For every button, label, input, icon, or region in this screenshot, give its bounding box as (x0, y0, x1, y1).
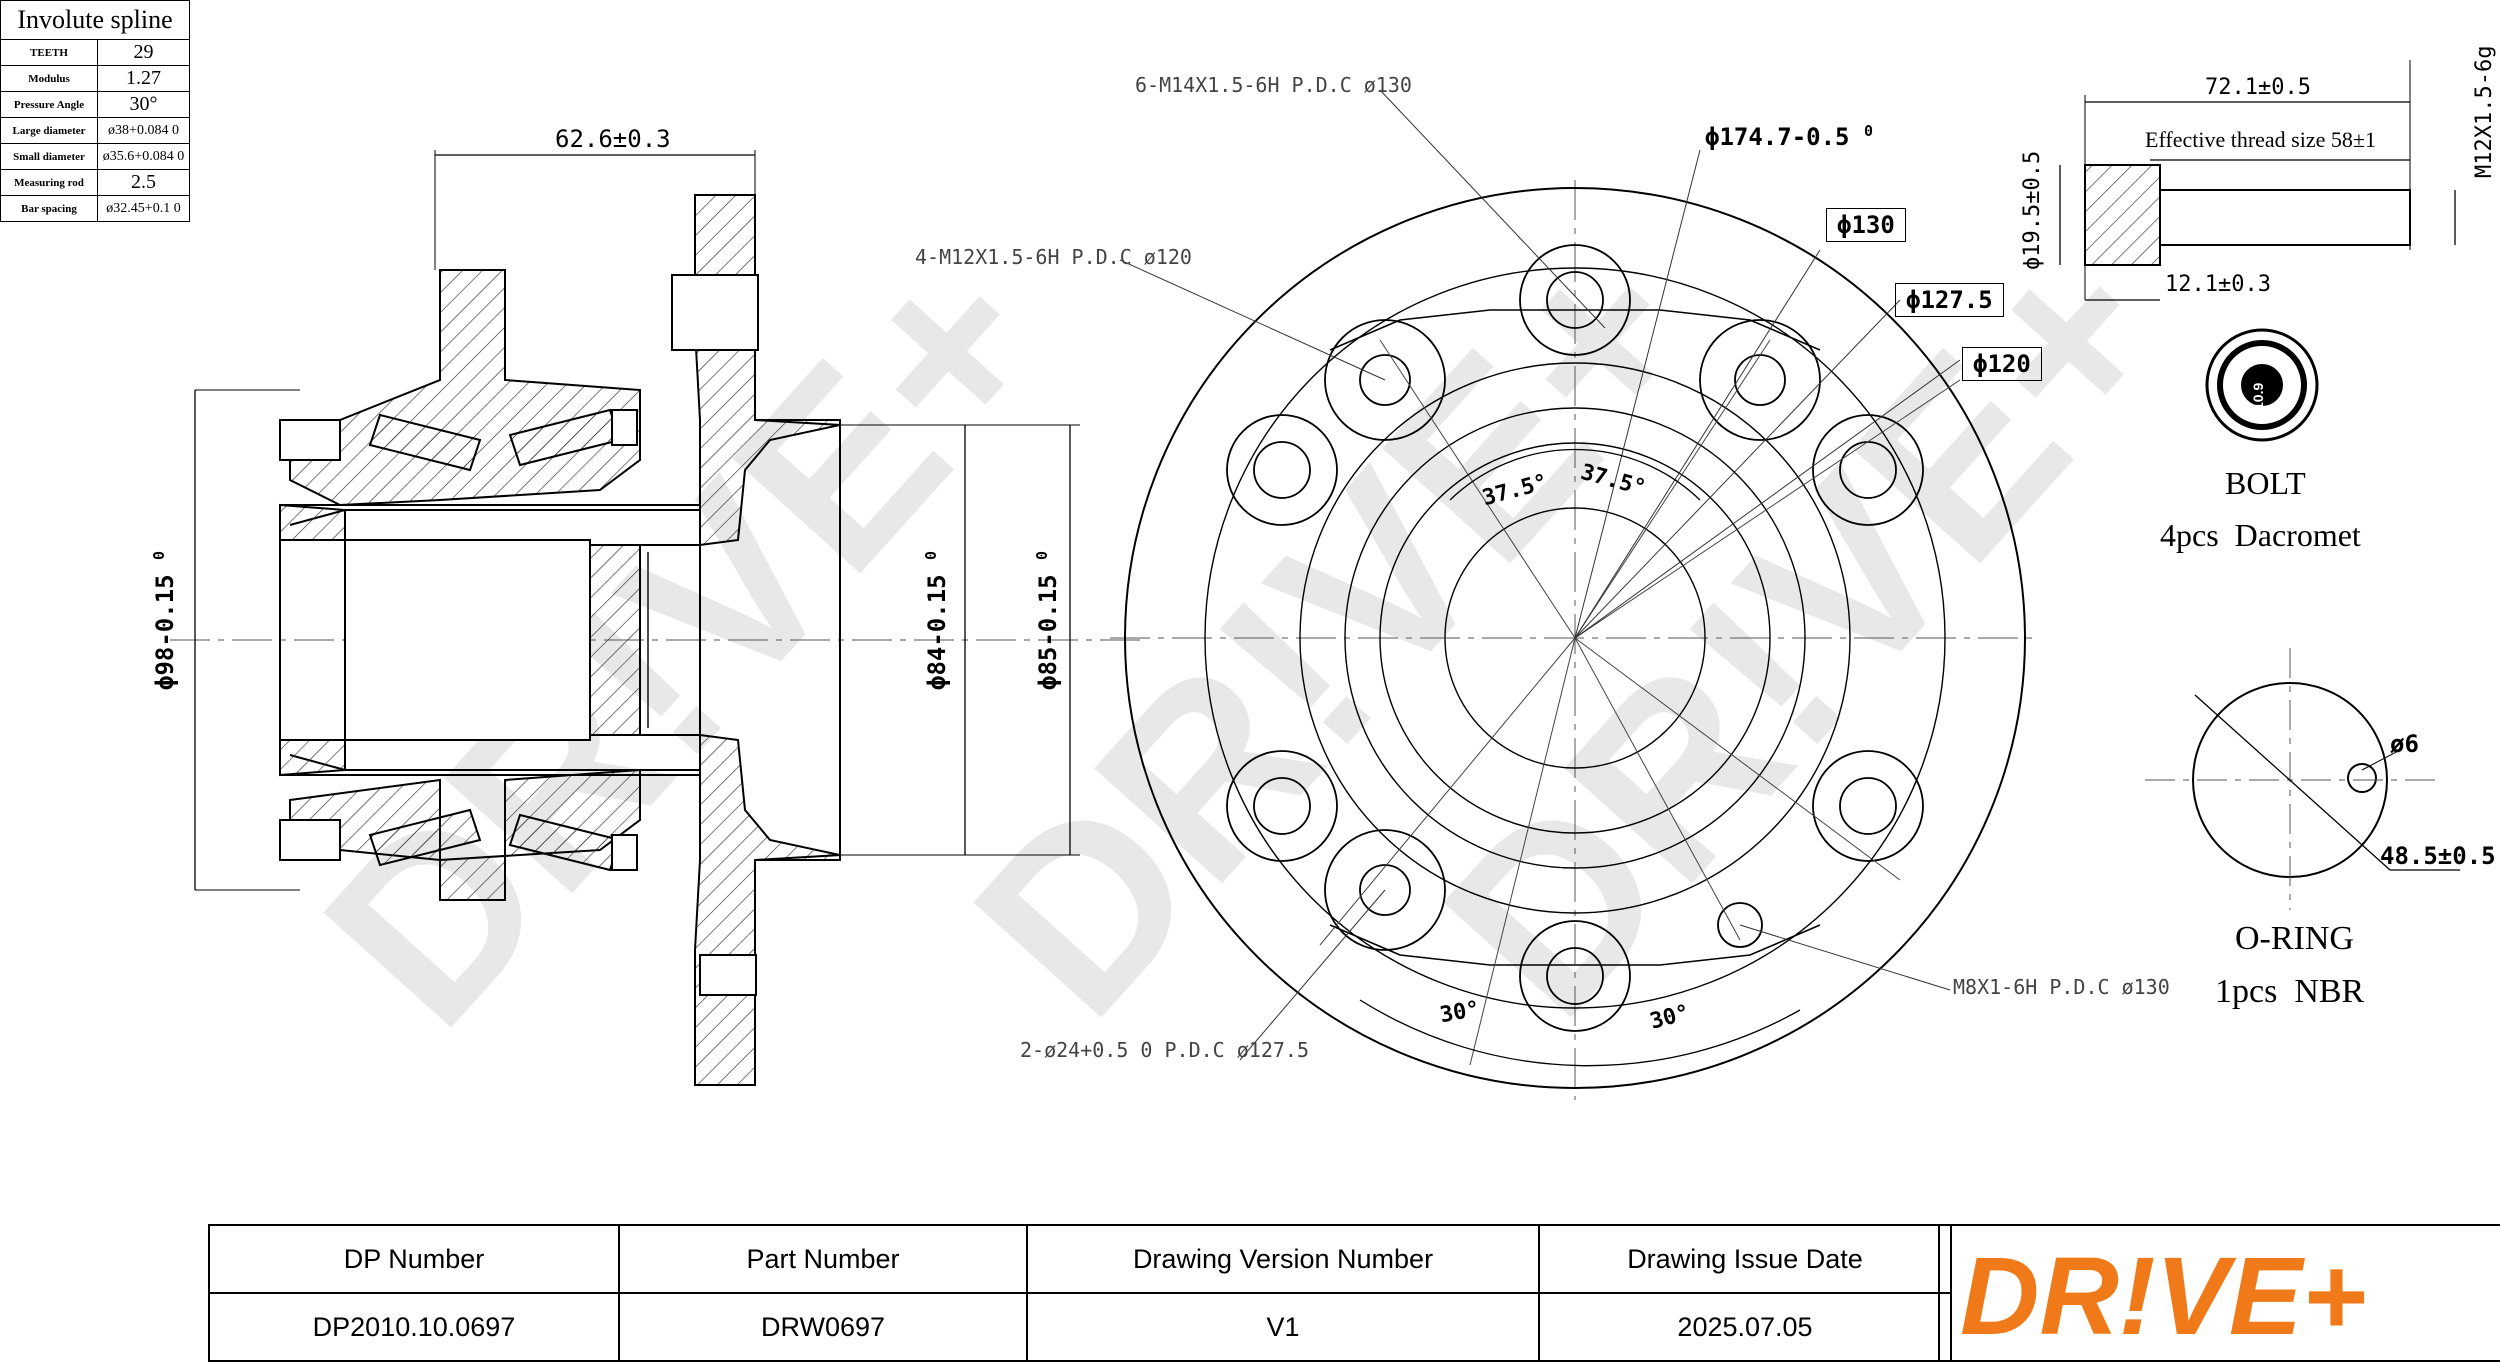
bolt-head-dia: ϕ19.5±0.5 (2020, 150, 2045, 270)
dim-outer-label: ϕ174.7-0.5 (1705, 123, 1850, 151)
hub-front-view (1110, 89, 2040, 1100)
bolt-thread-spec: M12X1.5-6g (2472, 45, 2497, 178)
note-m8: M8X1-6H P.D.C ø130 (1953, 975, 2170, 999)
header-part-number: Part Number (618, 1224, 1028, 1294)
bolt-length: 72.1±0.5 (2205, 75, 2311, 100)
dim-dia-120: ϕ120 (1962, 347, 2042, 381)
dim-width: 62.6±0.3 (555, 125, 671, 153)
bolt-qty: 4pcs Dacromet (2160, 517, 2361, 553)
value-drawing-version: V1 (1026, 1292, 1540, 1362)
title-block-table: DP Number Part Number Drawing Version Nu… (208, 1224, 1952, 1362)
oring-label: O-RING (2235, 920, 2354, 957)
dim-dia-98: ϕ98-0.15 0 (150, 551, 179, 690)
table-cell: 30° (97, 91, 190, 118)
note-m14: 6-M14X1.5-6H P.D.C ø130 (1135, 73, 1412, 97)
dim-dia-85: ϕ85-0.15 0 (1033, 551, 1062, 690)
dim-dia-84-upper: 0 (922, 550, 940, 560)
dim-dia-130: ϕ130 (1826, 208, 1906, 242)
table-cell: Bar spacing (0, 195, 98, 222)
table-cell: 1.27 (97, 65, 190, 92)
title-block: DP Number Part Number Drawing Version Nu… (208, 1224, 2500, 1362)
table-cell: Large diameter (0, 117, 98, 144)
spline-table-title: Involute spline (0, 0, 190, 40)
table-cell: 29 (97, 39, 190, 66)
table-cell: TEETH (0, 39, 98, 66)
dim-dia-98-label: ϕ98-0.15 (151, 574, 179, 690)
table-cell: 2.5 (97, 169, 190, 196)
bolt-drawing (2059, 60, 2456, 442)
dim-outer: ϕ174.7-0.5 0 (1705, 122, 1873, 151)
header-dp-number: DP Number (208, 1224, 620, 1294)
table-cell: ø38+0.084 0 (97, 117, 190, 144)
table-cell: Modulus (0, 65, 98, 92)
header-drawing-version: Drawing Version Number (1026, 1224, 1540, 1294)
dim-dia-85-label: ϕ85-0.15 (1034, 574, 1062, 690)
table-cell: Pressure Angle (0, 91, 98, 118)
bolt-grade: 10.9 (2250, 382, 2266, 410)
oring-drawing (2145, 648, 2460, 910)
drive-logo: DR!VE+ (1960, 1235, 2366, 1358)
note-holes: 2-ø24+0.5 0 P.D.C ø127.5 (1020, 1038, 1309, 1062)
note-m12: 4-M12X1.5-6H P.D.C ø120 (915, 245, 1192, 269)
value-part-number: DRW0697 (618, 1292, 1028, 1362)
svg-text:DR!VE+: DR!VE+ (1960, 1235, 2366, 1358)
table-cell: Measuring rod (0, 169, 98, 196)
dim-dia-84: ϕ84-0.15 0 (922, 551, 951, 690)
dim-outer-upper: 0 (1863, 122, 1873, 140)
hub-section-view (170, 150, 1140, 1086)
table-cell: Small diameter (0, 143, 98, 170)
dim-dia-84-label: ϕ84-0.15 (923, 574, 951, 690)
table-cell: ø32.45+0.1 0 (97, 195, 190, 222)
logo-box: DR!VE+ (1938, 1224, 2500, 1362)
bolt-label: BOLT (2225, 465, 2306, 501)
bolt-thread: Effective thread size 58±1 (2145, 127, 2376, 152)
header-issue-date: Drawing Issue Date (1538, 1224, 1952, 1294)
value-dp-number: DP2010.10.0697 (208, 1292, 620, 1362)
dim-dia-85-upper: 0 (1033, 550, 1051, 560)
value-issue-date: 2025.07.05 (1538, 1292, 1952, 1362)
oring-section: ø6 (2390, 730, 2419, 758)
oring-qty: 1pcs NBR (2215, 973, 2365, 1010)
table-cell: ø35.6+0.084 0 (97, 143, 190, 170)
oring-dia: 48.5±0.5 (2380, 842, 2496, 870)
dim-dia-98-upper: 0 (150, 550, 168, 560)
dim-dia-127: ϕ127.5 (1895, 283, 2004, 317)
bolt-head-len: 12.1±0.3 (2165, 272, 2271, 297)
